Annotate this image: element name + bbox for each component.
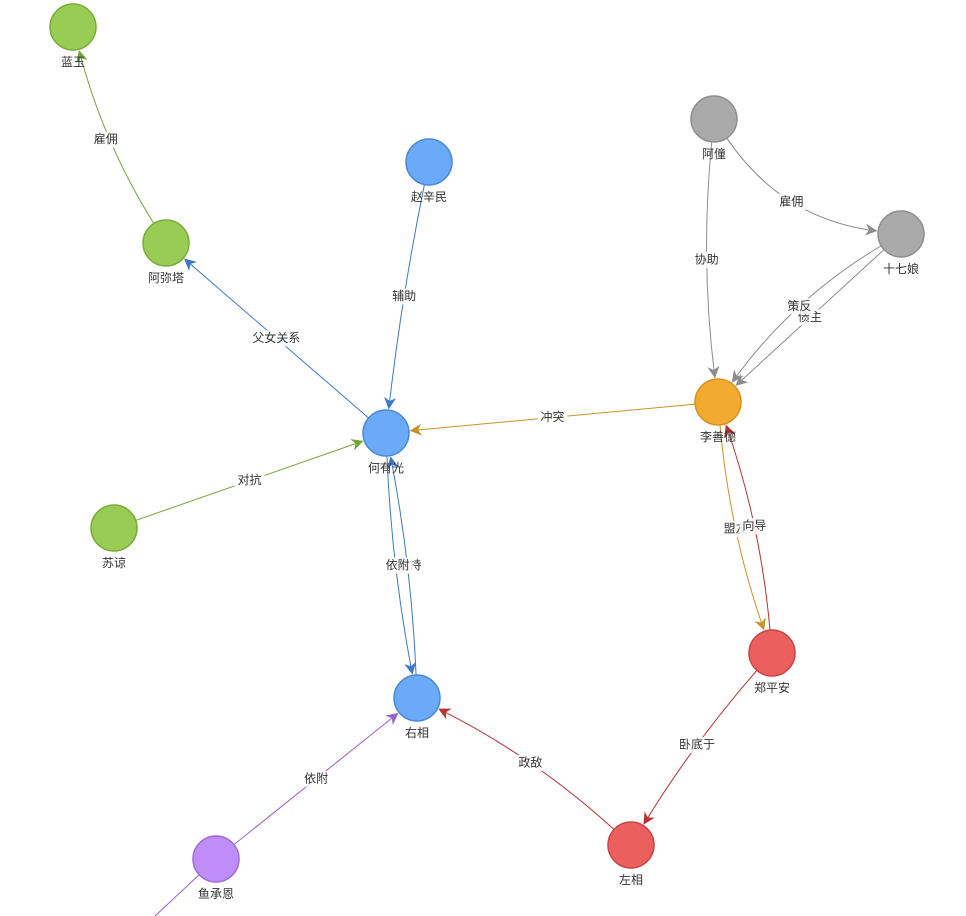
node-youxiang[interactable]: 右相 (393, 674, 441, 740)
node-circle[interactable] (694, 378, 742, 426)
edge-label-background (515, 755, 546, 772)
edge-label: 雇佣 (779, 193, 803, 208)
edge-label-background (691, 252, 722, 269)
edge-label-background (739, 517, 770, 534)
edge-label-background (389, 288, 420, 305)
edge-labels-layer: 雇佣父女关系辅助对抗冲突支持依附依附政敌雇佣协助债主策反盟友向导卧底于 (90, 131, 825, 787)
node-label: 鱼承恩 (198, 887, 234, 901)
node-circle[interactable] (90, 504, 138, 552)
edge-label-background (537, 409, 568, 426)
node-amita[interactable]: 阿弥塔 (142, 219, 190, 285)
node-label: 苏谅 (102, 555, 126, 570)
edge-label-background (249, 330, 304, 347)
node-circle[interactable] (362, 409, 410, 457)
edge-label: 政敌 (518, 755, 542, 770)
node-label: 阿弥塔 (148, 270, 184, 285)
edge-label: 向导 (742, 517, 766, 532)
edge-label: 冲突 (540, 409, 564, 424)
node-zheng[interactable]: 郑平安 (748, 629, 796, 695)
edge-label: 对抗 (238, 472, 262, 487)
edge-label-background (90, 131, 121, 148)
node-label: 何有光 (368, 461, 404, 475)
node-circle[interactable] (192, 835, 240, 883)
node-sujing[interactable]: 苏谅 (90, 504, 138, 570)
node-label: 阿僮 (702, 146, 726, 161)
edge-label: 辅助 (392, 289, 416, 303)
edge-label: 雇佣 (94, 131, 118, 146)
node-circle[interactable] (405, 138, 453, 186)
node-zuoxiang[interactable]: 左相 (607, 821, 655, 887)
edge-label-background (784, 298, 815, 315)
node-label: 郑平安 (754, 680, 790, 695)
edge-label: 父女关系 (252, 330, 300, 345)
node-he[interactable]: 何有光 (362, 409, 410, 475)
edge-label-background (382, 557, 413, 574)
edge-label-background (776, 193, 807, 210)
edge-label: 依附 (304, 770, 328, 785)
node-shiqi[interactable]: 十七娘 (877, 210, 925, 276)
edge-label-background (234, 472, 265, 489)
edge-label: 卧底于 (679, 737, 715, 752)
node-li[interactable]: 李善德 (694, 378, 742, 444)
node-circle[interactable] (748, 629, 796, 677)
node-lanyu[interactable]: 蓝玉 (49, 3, 97, 69)
edges-layer (76, 50, 885, 916)
node-circle[interactable] (393, 674, 441, 722)
node-label: 赵辛民 (411, 190, 447, 204)
node-label: 李善德 (700, 429, 736, 444)
node-yu[interactable]: 鱼承恩 (192, 835, 240, 901)
node-circle[interactable] (607, 821, 655, 869)
edge-label: 策反 (787, 299, 811, 313)
node-zhao[interactable]: 赵辛民 (405, 138, 453, 204)
node-label: 十七娘 (883, 261, 919, 276)
node-azhuang[interactable]: 阿僮 (690, 95, 738, 161)
node-label: 蓝玉 (61, 55, 85, 69)
edge-label-background (675, 737, 718, 754)
node-circle[interactable] (877, 210, 925, 258)
edge-label: 协助 (695, 252, 719, 267)
edge-azhuang-to-shiqi[interactable] (726, 137, 878, 236)
edge-label: 依附 (386, 557, 410, 572)
node-label: 左相 (619, 872, 643, 887)
edge-offscreen[interactable] (154, 874, 200, 916)
node-circle[interactable] (690, 95, 738, 143)
node-circle[interactable] (49, 3, 97, 51)
node-label: 右相 (405, 725, 429, 740)
node-circle[interactable] (142, 219, 190, 267)
edge-label-background (301, 770, 332, 787)
